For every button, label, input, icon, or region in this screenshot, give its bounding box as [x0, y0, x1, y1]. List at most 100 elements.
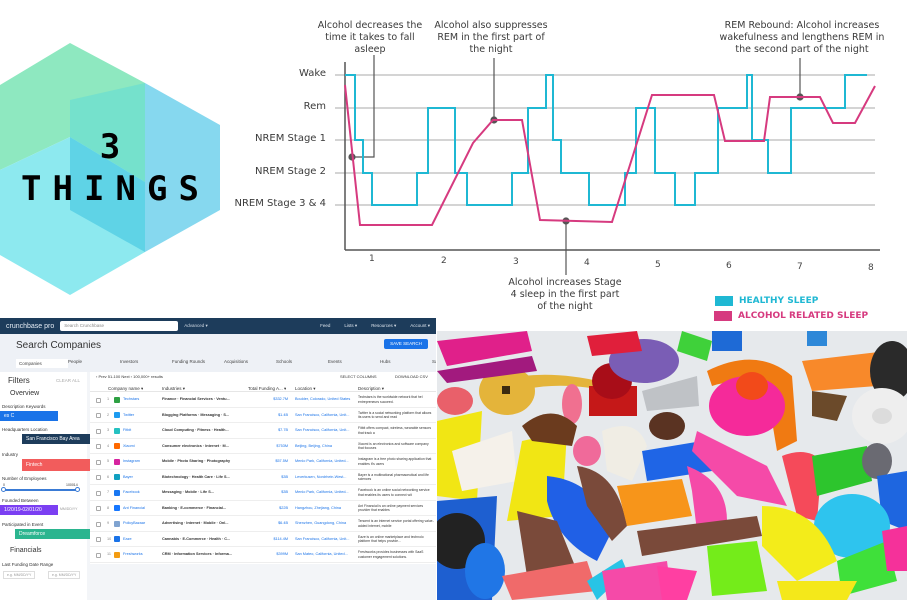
row-checkbox[interactable] [96, 475, 101, 480]
location-link[interactable]: San Francisco, California, Unit... [295, 412, 350, 417]
company-name-link[interactable]: Eaze [123, 536, 132, 541]
clear-all-button[interactable]: CLEAR ALL [56, 378, 81, 383]
location-link[interactable]: Hangzhou, Zhejiang, China [295, 505, 342, 510]
pagination[interactable]: ‹ Prev 51-100 Next › 100,000+ results [96, 374, 163, 379]
employees-slider[interactable] [3, 489, 79, 491]
brand-logo[interactable]: crunchbase pro [6, 322, 55, 330]
tab-events[interactable]: Events [328, 359, 342, 364]
search-input[interactable]: Search Crunchbase [60, 321, 179, 331]
event-chip[interactable]: Dreamforce [15, 529, 103, 539]
advanced-menu[interactable]: Advanced ▾ [184, 323, 208, 328]
y-label-nrem1: NREM Stage 1 [255, 133, 326, 144]
description-cell: Tencent is an internet service portal of… [358, 519, 434, 528]
row-checkbox[interactable] [96, 459, 101, 465]
tab-people[interactable]: People [68, 359, 83, 364]
tab-funding-rounds[interactable]: Funding Rounds [172, 359, 206, 364]
tab-investors[interactable]: Investors [120, 359, 139, 364]
funding-link[interactable]: $3B [281, 474, 288, 479]
funding-link[interactable]: $1.4B [278, 412, 288, 417]
tab-saved[interactable]: Saved [432, 359, 436, 364]
company-name-link[interactable]: Facebook [123, 490, 140, 494]
funding-date-from[interactable]: e.g. MM/DD/YY [3, 571, 36, 579]
tab-hubs[interactable]: Hubs [380, 359, 391, 364]
funding-link[interactable]: $3B [281, 490, 288, 494]
funding-link[interactable]: $399M [276, 552, 288, 556]
location-link[interactable]: Shenzhen, Guangdong, China [295, 521, 347, 525]
location-link[interactable]: Beijing, Beijing, China [295, 443, 332, 448]
row-checkbox[interactable] [96, 506, 101, 511]
company-name-link[interactable]: Ant Financial [123, 505, 145, 510]
row-checkbox[interactable] [96, 537, 101, 542]
location-link[interactable]: Boulder, Colorado, United States [295, 397, 351, 401]
location-link[interactable]: Leverkusen, Nordrhein-West... [295, 474, 347, 479]
funding-link[interactable]: $22B [279, 505, 288, 510]
location-link[interactable]: San Mateo, California, United... [295, 552, 348, 556]
funding-link[interactable]: $6.4B [278, 521, 288, 525]
location-link[interactable]: Menlo Park, California, United... [295, 459, 349, 463]
row-checkbox[interactable] [96, 428, 101, 434]
row-checkbox[interactable] [96, 444, 101, 449]
col-description[interactable]: Description ▾ [358, 386, 385, 391]
industry-chip[interactable]: Fintech [22, 459, 102, 471]
financials-section[interactable]: Financials [10, 547, 42, 554]
company-name-link[interactable]: Techstars [123, 397, 140, 401]
company-name-link[interactable]: Bayer [123, 474, 133, 479]
slider-handle-max[interactable] [75, 487, 80, 492]
company-name-link[interactable]: Twitter [123, 412, 135, 417]
chart-plot [335, 55, 880, 275]
download-csv-button[interactable]: DOWNLOAD CSV [395, 374, 428, 379]
overview-section[interactable]: Overview [10, 390, 40, 397]
funding-link[interactable]: $7.7B [278, 428, 288, 432]
row-checkbox[interactable] [96, 413, 101, 418]
company-name-link[interactable]: Instagram [123, 459, 140, 463]
nav-resources[interactable]: Resources ▾ [371, 323, 397, 328]
nav-feed[interactable]: Feed [320, 323, 331, 328]
col-company[interactable]: Company name ▾ [108, 386, 144, 391]
row-checkbox[interactable] [96, 552, 101, 558]
slider-handle-min[interactable] [1, 487, 6, 492]
col-funding[interactable]: Total Funding A... ▾ [248, 386, 287, 391]
location-link[interactable]: San Francisco, California, Unit... [295, 428, 350, 432]
row-checkbox[interactable] [96, 397, 101, 403]
tab-acquisitions[interactable]: Acquisitions [224, 359, 249, 364]
tab-schools[interactable]: Schools [276, 359, 293, 364]
nav-account[interactable]: Account ▾ [410, 323, 430, 328]
col-industries[interactable]: Industries ▾ [162, 386, 186, 391]
row-checkbox[interactable] [96, 490, 101, 496]
tab-companies[interactable]: Companies [16, 359, 68, 368]
funding-link[interactable]: $332.7M [273, 397, 288, 401]
company-name-link[interactable]: Freshworks [123, 552, 143, 556]
founded-to-input[interactable]: MM/DD/YY [60, 507, 78, 511]
company-name-link[interactable]: PolicyBazaar [123, 521, 146, 525]
row-checkbox[interactable] [96, 521, 101, 527]
description-keyword-chip[interactable]: es C [0, 411, 58, 421]
save-search-button[interactable]: SAVE SEARCH [384, 339, 428, 349]
event-label: Participated in Event [2, 522, 44, 527]
funding-date-to[interactable]: e.g. MM/DD/YY [48, 571, 81, 579]
funding-link[interactable]: $114.4M [273, 536, 289, 541]
funding-link[interactable]: $57.5M [275, 459, 288, 463]
location-link[interactable]: Menlo Park, California, United... [295, 490, 349, 494]
funding-link[interactable]: $753M [276, 443, 288, 448]
nav-lists[interactable]: Lists ▾ [344, 323, 358, 328]
hq-location-chip[interactable]: San Francisco Bay Area [22, 434, 94, 444]
founded-chip[interactable]: 1/20/19-02/01/20 [0, 505, 58, 515]
y-label-rem: Rem [303, 101, 326, 112]
select-columns-button[interactable]: SELECT COLUMNS [340, 374, 377, 379]
col-location[interactable]: Location ▾ [295, 386, 316, 391]
founded-label: Founded Between [2, 498, 39, 503]
location-link[interactable]: San Francisco, California, Unit... [295, 536, 350, 541]
company-name-link[interactable]: Xiaomi [123, 443, 135, 448]
company-name-link[interactable]: Fitbit [123, 428, 132, 432]
